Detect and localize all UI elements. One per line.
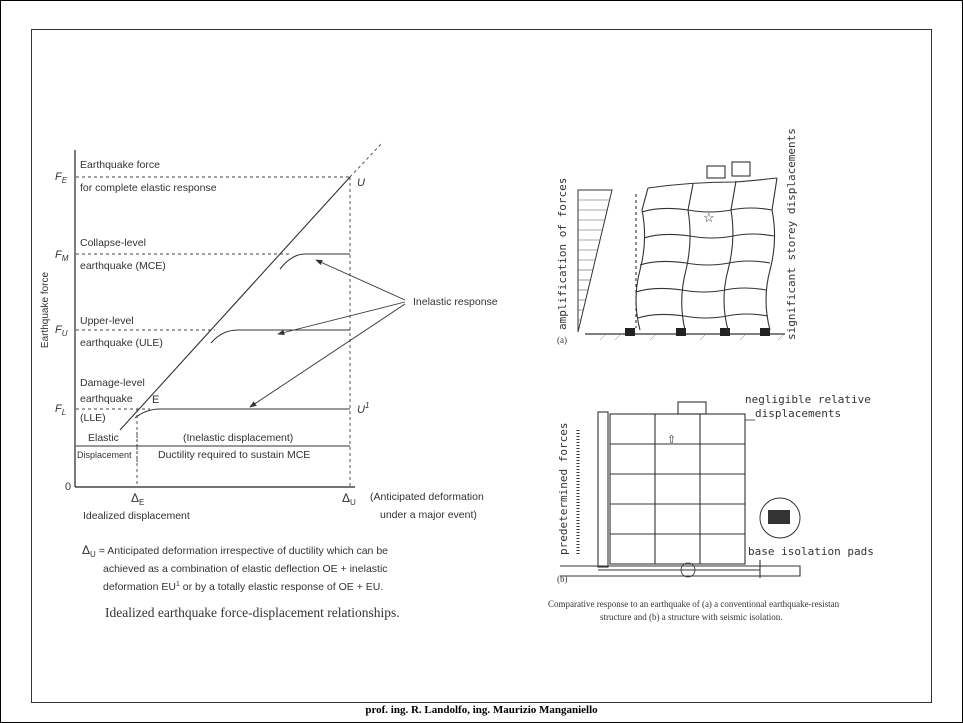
origin-label: 0 [65, 481, 71, 493]
lle-curve [134, 408, 350, 419]
eq-force-label: Earthquake force for complete elastic re… [80, 159, 217, 194]
displacement-label: Displacement [77, 450, 132, 460]
left-caption: Idealized earthquake force-displacement … [105, 605, 400, 620]
arrow-up-icon: ⇧ [667, 434, 676, 446]
point-u1: U1 [357, 401, 369, 416]
force-triangle [577, 189, 613, 333]
elastic-line [119, 176, 351, 431]
storey-displacement-label: significant storey displacements [785, 128, 798, 340]
point-e: E [152, 394, 159, 406]
inelastic-response-label: Inelastic response [413, 296, 498, 308]
tag-a: (a) [557, 335, 567, 345]
tick-de: ΔE [131, 491, 144, 507]
isolated-building-sketch: predetermined forces ⇧ negligible relati… [548, 393, 877, 622]
negligible-label: negligible relative displacements [745, 393, 877, 420]
tag-b: (b) [557, 574, 568, 584]
tick-fu: FU [55, 324, 68, 338]
upper-label: Upper-level earthquake (ULE) [80, 315, 163, 349]
elastic-label: Elastic [88, 432, 119, 444]
ule-curve [210, 329, 350, 344]
x-note: (Anticipated deformation under a major e… [370, 491, 487, 521]
inelastic-displacement-label: (Inelastic displacement) [183, 432, 293, 444]
figure-panel [31, 29, 932, 703]
y-axis-label: Earthquake force [40, 271, 51, 348]
ductility-label: Ductility required to sustain MCE [158, 449, 310, 461]
collapse-label: Collapse-level earthquake (MCE) [80, 237, 166, 272]
star-icon: ☆ [703, 210, 715, 225]
amplification-label: amplification of forces [556, 178, 569, 330]
conventional-building-sketch: amplification of forces ☆ [556, 128, 798, 345]
arrow-mce [315, 259, 406, 301]
note-paragraph: ΔU= Anticipated deformation irrespective… [82, 543, 391, 593]
arrow-lle [249, 303, 406, 408]
base-isolation-label: base isolation pads [748, 545, 874, 558]
force-displacement-diagram: Earthquake force 0 FE FM FU FL [40, 141, 498, 620]
tick-fm: FM [55, 249, 69, 263]
tick-du: ΔU [342, 491, 356, 507]
x-axis-label: Idealized displacement [83, 510, 190, 522]
point-u: U [357, 177, 365, 189]
footer-credit: prof. ing. R. Landolfo, ing. Maurizio Ma… [365, 704, 598, 716]
arrow-ule [277, 301, 406, 336]
tick-fe: FE [55, 171, 68, 185]
mce-curve [279, 253, 350, 270]
right-caption: Comparative response to an earthquake of… [548, 599, 841, 622]
predetermined-label: predetermined forces [557, 423, 570, 555]
damage-label: Damage-level earthquake (LLE) [80, 377, 148, 424]
elastic-extension [349, 141, 384, 178]
tick-fl: FL [55, 403, 66, 417]
